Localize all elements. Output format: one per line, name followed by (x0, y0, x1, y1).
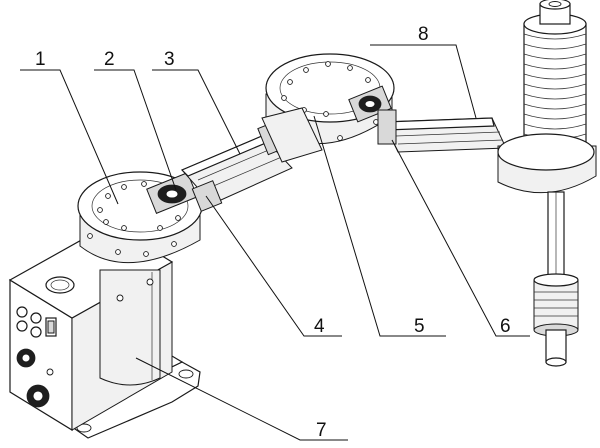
gear-joint2 (348, 85, 392, 123)
callout-6: 6 (500, 316, 511, 337)
callout-2: 2 (104, 49, 115, 70)
cable-gland-upper (16, 348, 36, 368)
callout-7: 7 (316, 420, 327, 441)
callout-3: 3 (164, 49, 175, 70)
callout-1: 1 (35, 49, 46, 70)
end-effector (497, 0, 597, 367)
callout-8: 8 (418, 24, 429, 45)
leader-lines (20, 44, 530, 441)
base-cabinet (8, 223, 201, 439)
callout-5: 5 (414, 316, 425, 337)
gear-2 (146, 172, 198, 214)
coupling-4 (191, 180, 223, 212)
callout-4: 4 (314, 316, 325, 337)
link-arm-8 (377, 109, 507, 153)
cable-gland-lower (26, 384, 50, 408)
